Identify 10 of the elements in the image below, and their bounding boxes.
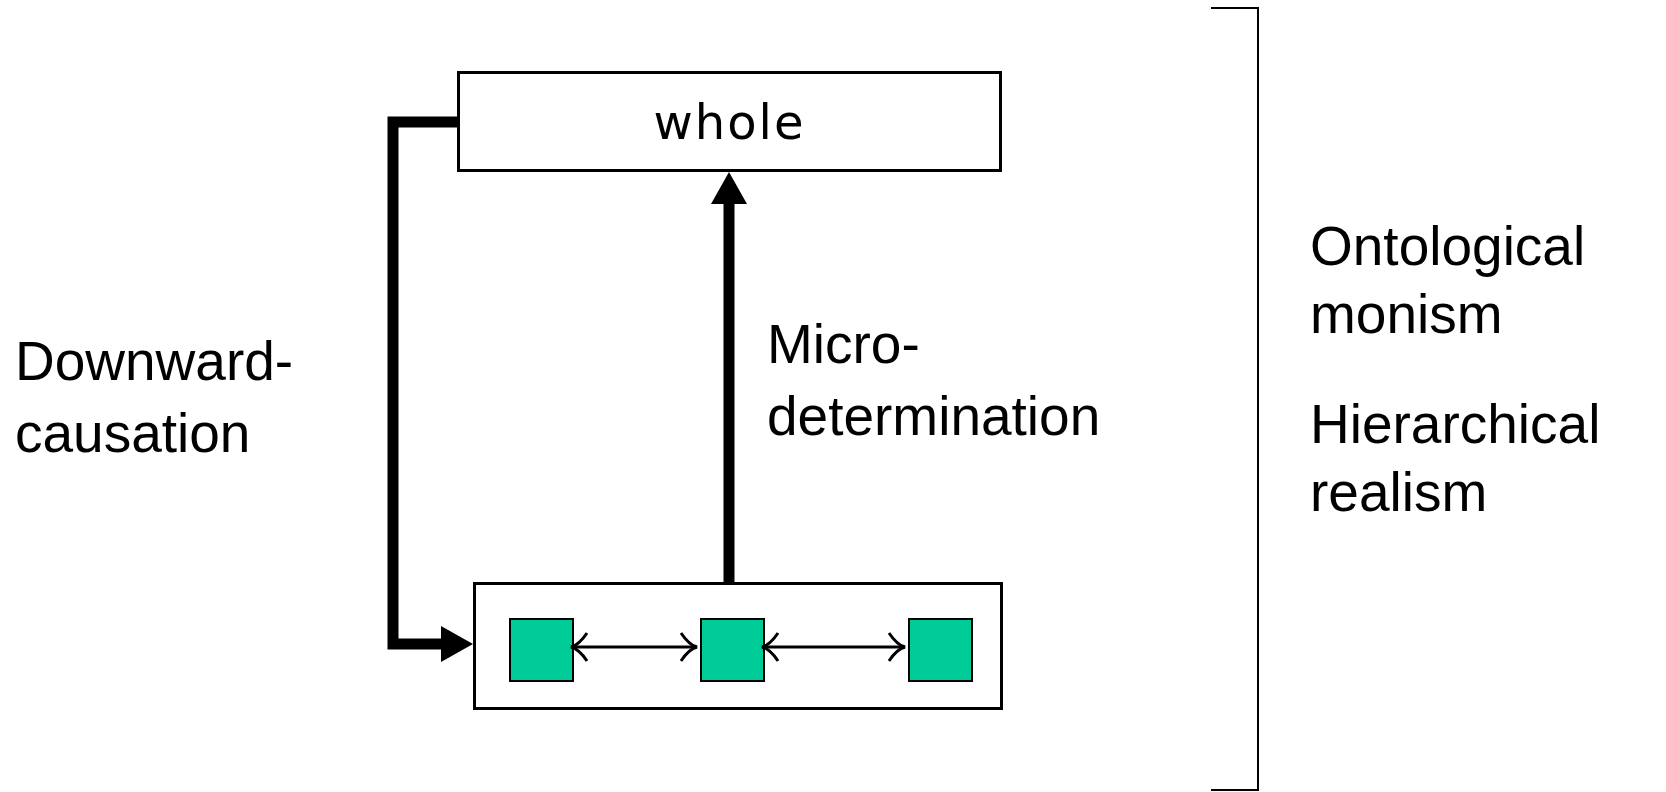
arrow bbox=[387, 116, 473, 662]
parts-box bbox=[473, 582, 1003, 710]
arrow bbox=[711, 172, 747, 582]
part-square bbox=[700, 618, 765, 682]
part-square bbox=[509, 618, 574, 682]
whole-box bbox=[457, 71, 1002, 172]
side-label: Ontological monism bbox=[1310, 214, 1587, 347]
side-label: Hierarchical realism bbox=[1310, 392, 1602, 525]
node-label: whole bbox=[653, 93, 806, 150]
part-square bbox=[908, 618, 973, 682]
